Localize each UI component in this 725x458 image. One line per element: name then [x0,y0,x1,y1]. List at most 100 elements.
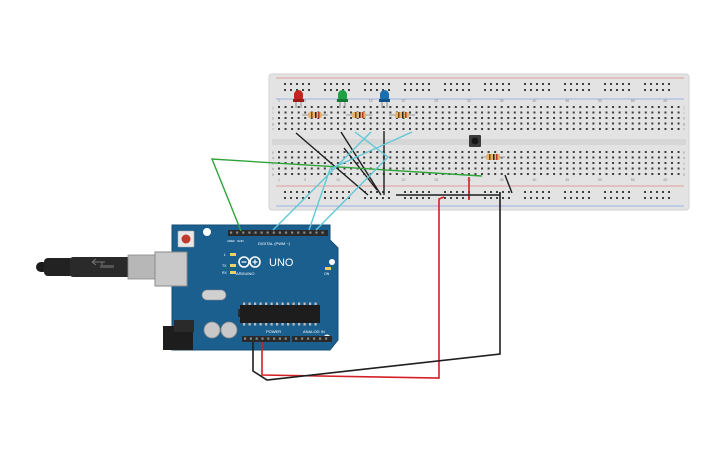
rail-hole[interactable] [502,191,504,193]
breadboard-hole[interactable] [657,111,660,114]
rail-hole[interactable] [284,83,286,85]
breadboard-hole[interactable] [644,128,647,130]
breadboard-hole[interactable] [435,106,438,108]
breadboard-hole[interactable] [540,128,542,130]
rail-hole[interactable] [302,197,304,199]
breadboard-hole[interactable] [317,162,320,164]
breadboard-hole[interactable] [291,106,294,108]
rail-hole[interactable] [416,89,418,91]
rail-hole[interactable] [404,197,406,199]
breadboard-hole[interactable] [467,162,470,164]
breadboard-hole[interactable] [474,111,477,114]
breadboard-hole[interactable] [618,128,621,130]
breadboard-hole[interactable] [428,106,431,108]
breadboard-hole[interactable] [382,128,385,130]
breadboard-hole[interactable] [448,162,451,164]
breadboard-hole[interactable] [671,151,673,153]
rail-hole[interactable] [444,197,446,199]
breadboard-hole[interactable] [474,151,477,153]
breadboard-hole[interactable] [376,128,379,130]
breadboard-hole[interactable] [546,156,549,159]
breadboard-hole[interactable] [572,173,575,175]
breadboard-hole[interactable] [448,111,451,114]
rail-hole[interactable] [410,83,412,85]
rail-hole[interactable] [548,191,550,193]
wire-black-gnd[interactable] [252,192,501,381]
breadboard-hole[interactable] [605,167,608,170]
breadboard-hole[interactable] [461,167,464,170]
breadboard-hole[interactable] [369,128,372,130]
breadboard-hole[interactable] [474,167,477,170]
breadboard-hole[interactable] [487,151,490,153]
breadboard-hole[interactable] [618,151,621,153]
breadboard-hole[interactable] [651,122,654,125]
breadboard-hole[interactable] [415,151,418,153]
header-pin[interactable] [244,337,247,340]
breadboard-hole[interactable] [526,167,529,170]
breadboard-hole[interactable] [481,162,484,164]
breadboard-hole[interactable] [585,111,588,114]
rail-hole[interactable] [376,191,378,193]
breadboard-hole[interactable] [323,111,326,114]
wire-cyan-3[interactable] [315,131,390,231]
rail-hole[interactable] [610,89,612,91]
header-pin[interactable] [248,231,251,234]
rail-hole[interactable] [604,197,606,199]
breadboard-hole[interactable] [297,167,300,170]
breadboard-hole[interactable] [507,156,510,159]
breadboard-hole[interactable] [409,106,411,108]
breadboard-hole[interactable] [422,156,425,159]
rail-hole[interactable] [348,89,350,91]
rail-hole[interactable] [404,191,406,193]
breadboard-hole[interactable] [428,128,431,130]
header-pin[interactable] [249,337,252,340]
breadboard-hole[interactable] [572,111,575,114]
breadboard-hole[interactable] [500,111,503,114]
breadboard-hole[interactable] [422,151,425,153]
rail-hole[interactable] [496,83,498,85]
rail-hole[interactable] [404,89,406,91]
breadboard-hole[interactable] [553,156,556,159]
breadboard-hole[interactable] [677,106,680,108]
breadboard-hole[interactable] [677,111,680,114]
breadboard-hole[interactable] [559,117,562,119]
breadboard-hole[interactable] [638,167,641,170]
breadboard-hole[interactable] [310,162,313,164]
breadboard-hole[interactable] [304,122,307,125]
breadboard-hole[interactable] [585,106,588,108]
breadboard-hole[interactable] [664,173,667,175]
breadboard-hole[interactable] [671,128,673,130]
breadboard-hole[interactable] [343,156,346,159]
rail-hole[interactable] [348,83,350,85]
breadboard-hole[interactable] [481,122,484,125]
rail-hole[interactable] [284,191,286,193]
breadboard-hole[interactable] [651,167,654,170]
breadboard-hole[interactable] [572,167,575,170]
header-pin[interactable] [266,231,269,234]
breadboard-hole[interactable] [317,106,320,108]
rail-hole[interactable] [570,191,572,193]
rail-hole[interactable] [330,83,332,85]
rail-hole[interactable] [324,83,326,85]
breadboard-hole[interactable] [605,156,608,159]
breadboard-hole[interactable] [520,106,523,108]
breadboard-hole[interactable] [618,106,621,108]
breadboard-hole[interactable] [441,122,444,125]
rail-hole[interactable] [422,89,424,91]
breadboard-hole[interactable] [461,106,464,108]
breadboard-hole[interactable] [625,117,628,119]
breadboard-hole[interactable] [566,106,569,108]
breadboard-hole[interactable] [553,117,556,119]
breadboard-hole[interactable] [304,156,307,159]
breadboard-hole[interactable] [579,106,582,108]
rail-hole[interactable] [496,191,498,193]
header-pin[interactable] [307,337,310,340]
breadboard-hole[interactable] [520,117,523,119]
breadboard-hole[interactable] [507,128,510,130]
breadboard-hole[interactable] [605,106,608,108]
rail-hole[interactable] [644,83,646,85]
arduino-uno-board[interactable]: UNO ARDUINO DIGITAL (PWM ~) POWER ANALOG… [36,224,339,351]
breadboard-hole[interactable] [612,106,615,108]
breadboard-hole[interactable] [631,122,634,125]
